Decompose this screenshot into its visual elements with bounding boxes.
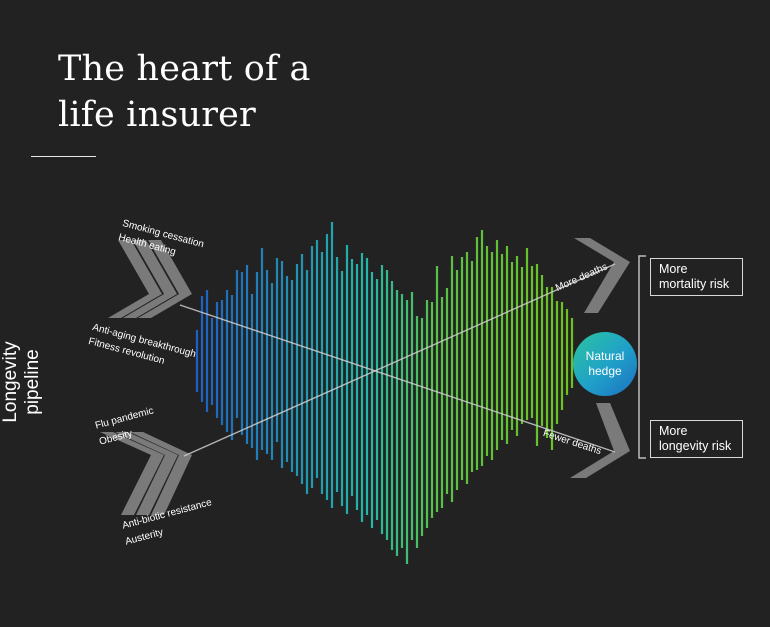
heart-bar <box>495 240 499 450</box>
heart-bar <box>305 270 309 494</box>
heart-bar <box>400 294 404 548</box>
natural-hedge-circle: Natural hedge <box>573 332 637 396</box>
heart-bar <box>550 287 554 450</box>
heart-bar <box>370 272 374 528</box>
heart-bar <box>455 270 459 490</box>
heart-bar <box>285 276 289 462</box>
mortality-line-1: More <box>659 262 688 276</box>
heart-bar <box>500 254 504 440</box>
heart-bar <box>265 270 269 454</box>
heart-bar <box>570 318 574 388</box>
heart-bar <box>220 300 224 425</box>
heart-bar <box>530 266 534 418</box>
heart-bar <box>195 330 199 392</box>
heart-bar <box>520 267 524 424</box>
chevron-upper-left-icon <box>108 240 192 318</box>
heart-bar <box>250 294 254 448</box>
heart-bar <box>535 264 539 446</box>
title-line-1: The heart of a <box>58 49 311 89</box>
heart-bar <box>465 252 469 484</box>
heart-bar <box>315 240 319 478</box>
heart-bar <box>350 259 354 496</box>
heart-bar <box>380 265 384 534</box>
chevron-lower-right-icon <box>570 403 630 478</box>
fewer-deaths-line <box>179 304 616 453</box>
chevron-lower-left-icon <box>100 432 192 515</box>
heart-bar <box>475 237 479 470</box>
chevron-upper-right-icon <box>574 238 630 313</box>
heart-bar <box>505 246 509 444</box>
heart-bar <box>355 264 359 510</box>
side-label-line-1: Longevity <box>0 341 21 423</box>
heart-bar <box>410 292 414 540</box>
heart-bar <box>345 245 349 514</box>
heart-bar <box>560 302 564 410</box>
heart-bar <box>415 316 419 548</box>
heart-bar <box>565 309 569 395</box>
heart-bar <box>200 296 204 402</box>
heart-bar <box>320 252 324 494</box>
heart-bar <box>290 280 294 472</box>
heart-bar <box>335 257 339 492</box>
heart-bar <box>225 290 229 432</box>
heart-bar <box>260 248 264 450</box>
outcome-bracket <box>638 255 646 459</box>
heart-bar <box>390 281 394 550</box>
heart-bar <box>470 261 474 472</box>
heart-bar <box>210 318 214 405</box>
heart-bars <box>195 222 574 564</box>
mortality-line-2: mortality risk <box>659 277 730 291</box>
heart-bar <box>310 246 314 488</box>
heart-bar <box>205 290 209 412</box>
heart-bar <box>275 258 279 442</box>
heart-bar <box>340 271 344 506</box>
heart-bar <box>230 295 234 440</box>
hedge-line-2: hedge <box>588 364 622 378</box>
longevity-line-2: longevity risk <box>659 439 732 453</box>
heart-bar <box>460 257 464 480</box>
heart-bar <box>480 230 484 466</box>
heart-bar <box>540 275 544 426</box>
heart-bar <box>555 301 559 424</box>
heart-bar <box>235 270 239 418</box>
heart-bar <box>445 288 449 494</box>
heart-bar <box>485 246 489 456</box>
heart-bar <box>450 256 454 502</box>
heart-bar <box>510 262 514 430</box>
heart-bar <box>395 290 399 556</box>
heart-bar <box>300 254 304 484</box>
heart-bar <box>240 272 244 435</box>
heart-bar <box>385 270 389 540</box>
title-divider <box>31 156 96 157</box>
heart-bar <box>365 258 369 515</box>
heart-bar <box>280 261 284 468</box>
hedge-line-1: Natural <box>585 349 625 363</box>
longevity-risk-box: More longevity risk <box>650 420 743 458</box>
heart-bar <box>420 318 424 536</box>
heart-bar <box>405 300 409 564</box>
heart-bar <box>525 248 529 420</box>
longevity-line-1: More <box>659 424 688 438</box>
mortality-risk-box: More mortality risk <box>650 258 743 296</box>
title-line-2: life insurer <box>58 95 256 135</box>
heart-bar <box>435 266 439 512</box>
heart-bar <box>245 265 249 444</box>
side-label-line-2: pipeline <box>22 349 43 415</box>
heart-bar <box>545 287 549 438</box>
heart-bar <box>430 302 434 518</box>
heart-bar <box>325 234 329 500</box>
heart-bar <box>270 283 274 460</box>
heart-bar <box>330 222 334 508</box>
heart-bar <box>440 297 444 508</box>
heart-bar <box>515 256 519 436</box>
page-title: The heart of a life insurer <box>58 46 311 138</box>
heart-bar <box>425 300 429 528</box>
heart-bar <box>215 302 219 418</box>
heart-bar <box>490 252 494 460</box>
heart-bar <box>255 272 259 460</box>
heart-bar <box>360 253 364 522</box>
more-deaths-line <box>183 263 616 457</box>
heart-bar <box>375 279 379 520</box>
heart-bar <box>295 264 299 476</box>
